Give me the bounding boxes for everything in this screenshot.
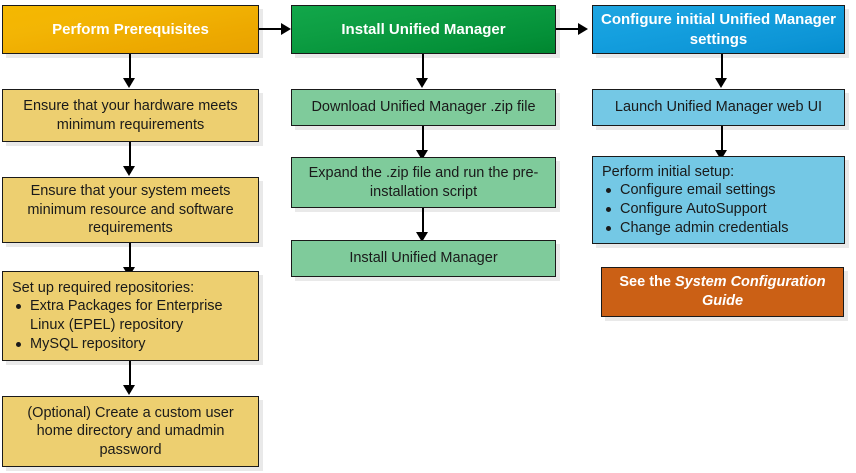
connector-line-col2-to-col3 (556, 28, 584, 30)
step-label-launch-web-ui: Launch Unified Manager web UI (614, 99, 823, 116)
arrow-down-icon-configure-2 (715, 150, 727, 160)
step-label-expand-zip: Expand the .zip file and run the pre-ins… (308, 164, 539, 200)
callout-system-configuration-guide[interactable]: See the System Configuration Guide (601, 267, 844, 317)
step-label-install-unified-manager: Install Unified Manager (349, 250, 498, 267)
step-label-system-resources: Ensure that your system meets minimum re… (27, 183, 234, 237)
step-label-repositories-lead: Set up required repositories: (12, 279, 195, 296)
list-item: MySQL repository (16, 335, 250, 354)
connector-line-install-2 (422, 126, 424, 157)
step-box-install-unified-manager[interactable]: Install Unified Manager (291, 240, 556, 277)
arrow-down-icon-install-2 (416, 150, 428, 160)
step-box-launch-web-ui[interactable]: Launch Unified Manager web UI (592, 89, 845, 126)
step-label-hardware: Ensure that your hardware meets minimum … (23, 97, 238, 133)
connector-line-prereq-3 (129, 243, 131, 274)
connector-line-install-3 (422, 208, 424, 239)
callout-emphasis: System Configuration Guide (674, 274, 826, 309)
list-item: Extra Packages for Enterprise Linux (EPE… (16, 297, 250, 334)
arrow-down-icon-prereq-4 (123, 385, 135, 395)
phase-header-configure-initial-settings[interactable]: Configure initial Unified Manager settin… (592, 5, 845, 54)
arrow-down-icon-install-3 (416, 232, 428, 242)
initial-setup-bullet-list: Configure email settings Configure AutoS… (593, 181, 844, 237)
arrow-down-icon-install-1 (416, 78, 428, 88)
callout-prefix: See the (619, 274, 675, 291)
repositories-bullet-list: Extra Packages for Enterprise Linux (EPE… (3, 297, 258, 353)
connector-line-configure-1 (721, 54, 723, 85)
list-item: Change admin credentials (606, 219, 836, 238)
connector-line-prereq-1 (129, 54, 131, 85)
step-box-expand-zip[interactable]: Expand the .zip file and run the pre-ins… (291, 157, 556, 208)
connector-line-configure-2 (721, 126, 723, 157)
connector-line-install-1 (422, 54, 424, 85)
step-box-initial-setup[interactable]: Perform initial setup: Configure email s… (592, 156, 845, 244)
phase-header-label: Install Unified Manager (341, 20, 506, 38)
step-box-repositories[interactable]: Set up required repositories: Extra Pack… (2, 271, 259, 361)
arrow-right-icon-col1-to-col2 (281, 23, 291, 35)
step-label-download-zip: Download Unified Manager .zip file (311, 99, 536, 116)
list-item: Configure AutoSupport (606, 200, 836, 219)
phase-header-label: Configure initial Unified Manager settin… (601, 11, 837, 48)
list-item: Configure email settings (606, 181, 836, 200)
step-label-initial-setup-lead: Perform initial setup: (602, 163, 735, 180)
arrow-down-icon-prereq-2 (123, 166, 135, 176)
phase-header-label: Perform Prerequisites (52, 20, 209, 38)
step-label-custom-user: (Optional) Create a custom user home dir… (27, 404, 234, 458)
phase-header-install-unified-manager[interactable]: Install Unified Manager (291, 5, 556, 54)
phase-header-perform-prerequisites[interactable]: Perform Prerequisites (2, 5, 259, 54)
arrow-down-icon-configure-1 (715, 78, 727, 88)
step-box-custom-user[interactable]: (Optional) Create a custom user home dir… (2, 396, 259, 467)
connector-line-prereq-4 (129, 361, 131, 392)
arrow-down-icon-prereq-1 (123, 78, 135, 88)
step-box-download-zip[interactable]: Download Unified Manager .zip file (291, 89, 556, 126)
connector-line-prereq-2 (129, 142, 131, 173)
callout-label: See the System Configuration Guide (602, 273, 843, 310)
connector-line-col1-to-col2 (259, 28, 287, 30)
step-box-hardware[interactable]: Ensure that your hardware meets minimum … (2, 89, 259, 142)
step-box-system-resources[interactable]: Ensure that your system meets minimum re… (2, 177, 259, 243)
arrow-right-icon-col2-to-col3 (578, 23, 588, 35)
